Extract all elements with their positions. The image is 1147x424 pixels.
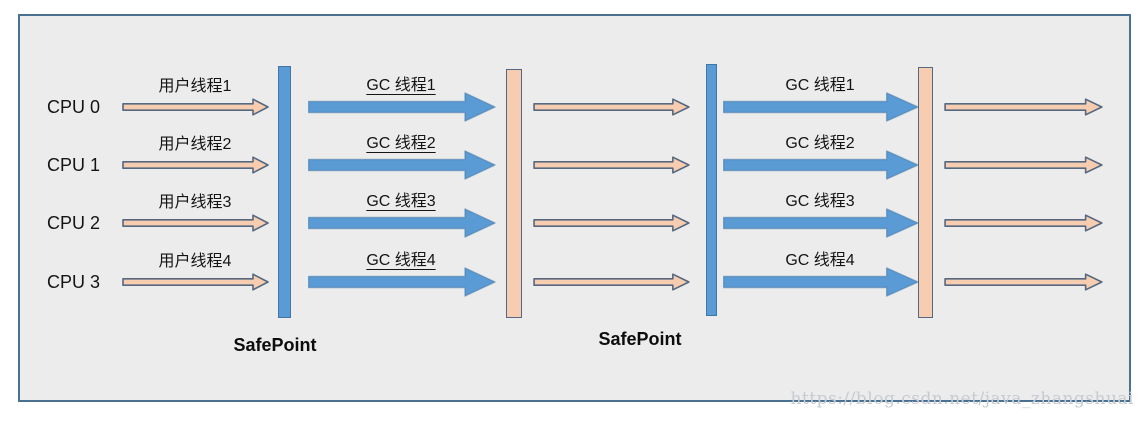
user-thread-arrow-3 [122, 213, 270, 233]
resume-thread-arrow-end-1 [944, 97, 1104, 117]
resume-thread-arrow-mid-4 [533, 272, 691, 292]
safepoint-label-1: SafePoint [233, 335, 317, 355]
diagram-frame [18, 14, 1131, 402]
resume-thread-arrow-end-2 [944, 155, 1104, 175]
watermark: https://blog.csdn.net/java_zhangshuai [790, 389, 1134, 409]
gc-thread-label-p2-3: GC 线程3 [785, 193, 855, 210]
gc-thread-arrow-p1-2 [308, 149, 496, 181]
gc-thread-arrow-p2-2 [723, 149, 919, 181]
resume-thread-arrow-end-4 [944, 272, 1104, 292]
user-thread-label-3: 用户线程3 [158, 194, 232, 211]
resume-thread-arrow-mid-2 [533, 155, 691, 175]
gc-thread-arrow-p1-3 [308, 207, 496, 239]
user-thread-label-4: 用户线程4 [158, 253, 232, 270]
gc-thread-arrow-p1-1 [308, 91, 496, 123]
safepoint-label-2: SafePoint [598, 329, 682, 349]
user-thread-label-1: 用户线程1 [158, 78, 232, 95]
user-thread-arrow-1 [122, 97, 270, 117]
user-thread-arrow-4 [122, 272, 270, 292]
gc-thread-label-p1-3: GC 线程3 [366, 193, 436, 210]
resume-thread-arrow-mid-3 [533, 213, 691, 233]
safepoint-bar-1 [278, 66, 291, 318]
safepoint-bar-2 [706, 64, 717, 316]
gc-thread-label-p2-2: GC 线程2 [785, 135, 855, 152]
resume-thread-arrow-end-3 [944, 213, 1104, 233]
resume-thread-arrow-mid-1 [533, 97, 691, 117]
gc-thread-label-p2-4: GC 线程4 [785, 252, 855, 269]
gc-thread-label-p1-4: GC 线程4 [366, 252, 436, 269]
gc-thread-arrow-p1-4 [308, 266, 496, 298]
user-thread-label-2: 用户线程2 [158, 136, 232, 153]
gc-thread-label-p1-2: GC 线程2 [366, 135, 436, 152]
cpu-label-2: CPU 2 [47, 213, 101, 233]
gc-thread-arrow-p2-4 [723, 266, 919, 298]
gc-thread-arrow-p2-3 [723, 207, 919, 239]
cpu-label-3: CPU 3 [47, 272, 101, 292]
gc-thread-arrow-p2-1 [723, 91, 919, 123]
cpu-label-0: CPU 0 [47, 97, 101, 117]
gc-thread-label-p2-1: GC 线程1 [785, 77, 855, 94]
cpu-label-1: CPU 1 [47, 155, 101, 175]
gc-thread-label-p1-1: GC 线程1 [366, 77, 436, 94]
user-thread-arrow-2 [122, 155, 270, 175]
buffer-bar-2 [918, 67, 933, 318]
buffer-bar-1 [506, 69, 522, 318]
